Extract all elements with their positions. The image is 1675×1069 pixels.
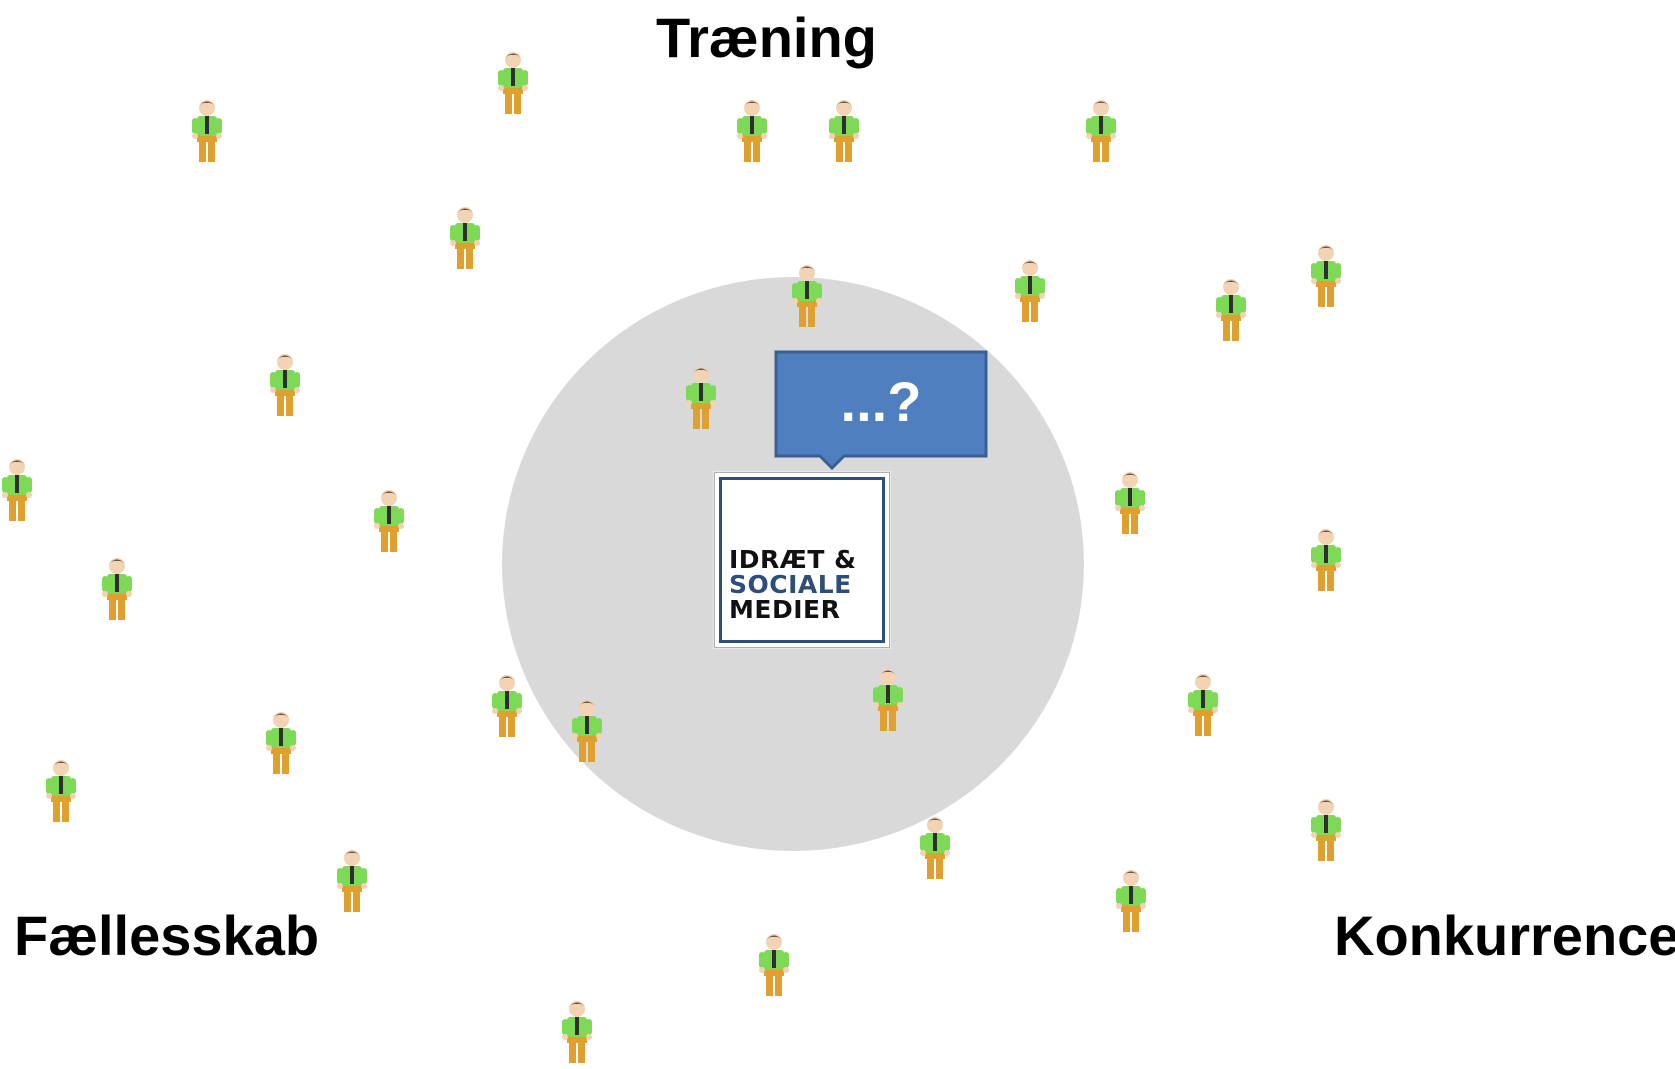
person-icon	[100, 556, 134, 626]
person-icon	[44, 758, 78, 828]
label-konkurrence: Konkurrence	[1334, 908, 1675, 964]
person-icon	[1309, 797, 1343, 867]
logo-line-3: MEDIER	[729, 597, 857, 622]
person-icon	[1309, 243, 1343, 313]
person-icon	[684, 365, 718, 435]
person-icon	[1214, 277, 1248, 347]
person-icon	[570, 698, 604, 768]
person-icon	[560, 999, 594, 1069]
person-icon	[757, 932, 791, 1002]
person-icon	[268, 352, 302, 422]
person-icon	[264, 710, 298, 780]
label-faellesskab: Fællesskab	[14, 908, 319, 964]
label-traening: Træning	[656, 10, 877, 66]
person-icon	[448, 205, 482, 275]
person-icon	[1186, 672, 1220, 742]
idraet-sociale-medier-logo: IDRÆT & SOCIALE MEDIER	[714, 472, 890, 648]
person-icon	[735, 98, 769, 168]
person-icon	[372, 488, 406, 558]
person-icon	[1084, 98, 1118, 168]
person-icon	[871, 667, 905, 737]
person-icon	[790, 263, 824, 333]
person-icon	[1013, 258, 1047, 328]
person-icon	[1113, 470, 1147, 540]
person-icon	[827, 98, 861, 168]
person-icon	[918, 815, 952, 885]
person-icon	[0, 457, 34, 527]
logo-line-1: IDRÆT &	[729, 547, 857, 572]
person-icon	[490, 673, 524, 743]
logo-line-2: SOCIALE	[729, 572, 857, 597]
person-icon	[496, 50, 530, 120]
person-icon	[335, 848, 369, 918]
speech-bubble-text: ...?	[776, 374, 986, 430]
person-icon	[1114, 868, 1148, 938]
person-icon	[190, 98, 224, 168]
person-icon	[1309, 527, 1343, 597]
